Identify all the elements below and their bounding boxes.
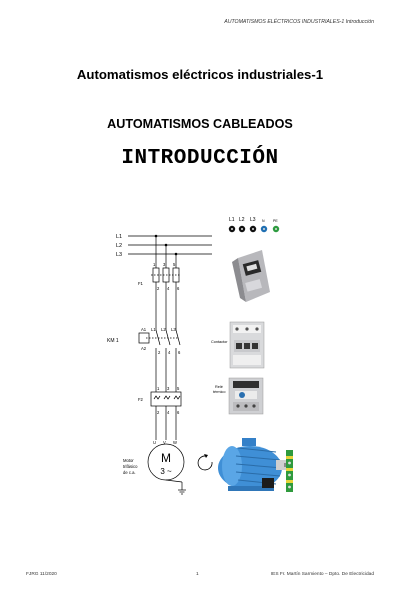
relay-pin-6: 6 xyxy=(177,410,180,415)
rotation-arrowhead-icon xyxy=(204,454,208,458)
contactor-pin-2: 2 xyxy=(158,350,161,355)
motor-caption-1: Motor xyxy=(123,458,134,463)
motor-symbol: M xyxy=(161,451,171,465)
contactor-photo-caption: Contactor xyxy=(211,340,228,344)
footer-institution: IES Fr. Martín Sarmiento – Dpto. De Elec… xyxy=(270,572,374,577)
terminal-l1-label: L1 xyxy=(229,217,235,223)
line-l1-label: L1 xyxy=(116,234,122,240)
supply-lines xyxy=(128,235,212,255)
relay-pin-5: 5 xyxy=(177,386,180,391)
fuse-pin-1: 1 xyxy=(153,262,156,267)
motor-photo xyxy=(218,438,290,491)
terminal-l2-label: L2 xyxy=(239,217,245,223)
contactor-pin-l1: L1 xyxy=(151,327,156,332)
contactor-pin-l2: L2 xyxy=(161,327,166,332)
relay-pin-1: 1 xyxy=(157,386,160,391)
fuse-pin-4: 4 xyxy=(167,286,170,291)
coil-a2-label: A2 xyxy=(141,346,147,351)
thermal-relay-photo xyxy=(228,377,264,415)
relay-pin-3: 3 xyxy=(167,386,170,391)
unit-title: AUTOMATISMOS CABLEADOS xyxy=(107,117,293,131)
terminal-n-label: N xyxy=(262,219,265,223)
line-l2-label: L2 xyxy=(116,243,122,249)
coil-a1-label: A1 xyxy=(141,327,147,332)
section-title: INTRODUCCIÓN xyxy=(121,147,279,170)
contactor-pin-6: 6 xyxy=(178,350,181,355)
terminal-pe-label: PE xyxy=(273,219,278,223)
contactor-label: KM 1 xyxy=(107,338,119,344)
contactor-pin-l3: L3 xyxy=(171,327,176,332)
relay-photo-caption-2: térmico xyxy=(213,390,225,394)
fuse-pin-3: 3 xyxy=(163,262,166,267)
terminal-l3-label: L3 xyxy=(250,217,256,223)
contactor-photo xyxy=(229,321,265,369)
terminal-block-icons xyxy=(228,225,280,233)
motor-caption-3: de c.a. xyxy=(123,470,136,475)
relay-label: F2 xyxy=(138,397,144,402)
relay-photo-caption-1: Relé xyxy=(215,385,223,389)
motor-phase-symbol: 3 ~ xyxy=(160,467,172,476)
relay-pin-4: 4 xyxy=(167,410,170,415)
motor-terminal-w: W xyxy=(173,440,177,445)
footer-author-date: FJRG 11/2020 xyxy=(26,572,57,577)
motor-terminal-v: V xyxy=(163,440,166,445)
motor-terminal-u: U xyxy=(153,440,156,445)
relay-pin-2: 2 xyxy=(157,410,160,415)
line-l3-label: L3 xyxy=(116,252,122,258)
fuse-holder-photo xyxy=(232,250,270,302)
page-number: 1 xyxy=(196,572,199,577)
ground-terminal-strip xyxy=(286,450,293,492)
fuse-label: F1 xyxy=(138,281,144,286)
course-title: Automatismos eléctricos industriales-1 xyxy=(76,67,324,82)
motor-caption-2: trifásico xyxy=(123,464,138,469)
fuse-pin-2: 2 xyxy=(157,286,160,291)
phase-conductors xyxy=(138,236,186,495)
fuse-pin-5: 5 xyxy=(173,262,176,267)
fuse-pin-6: 6 xyxy=(177,286,180,291)
running-header: AUTOMATISMOS ELÉCTRICOS INDUSTRIALES-1 I… xyxy=(224,19,374,25)
rotation-arrow-icon xyxy=(197,455,213,471)
contactor-pin-4: 4 xyxy=(168,350,171,355)
